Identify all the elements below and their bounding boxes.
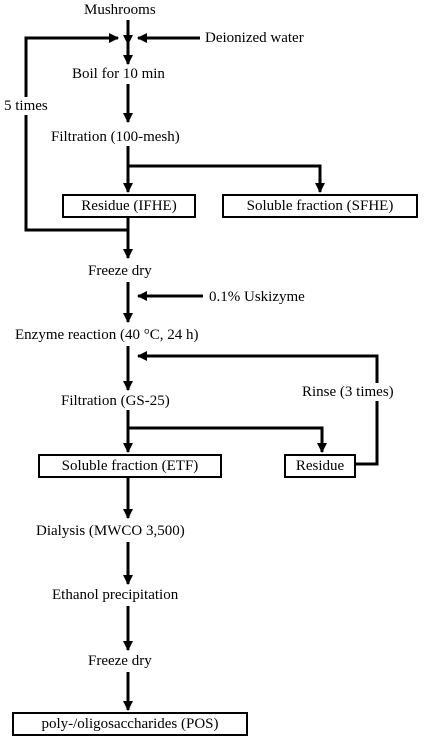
arrow-to-sfhe: [128, 164, 325, 193]
loop-rinse: [137, 351, 379, 466]
label-enzyme-reaction: Enzyme reaction (40 °C, 24 h): [15, 327, 199, 343]
label-freeze-dry-1: Freeze dry: [88, 263, 152, 279]
box-soluble-sfhe: Soluble fraction (SFHE): [222, 194, 418, 218]
label-filtration-gs: Filtration (GS-25): [61, 393, 170, 409]
label-five-times: 5 times: [3, 97, 49, 115]
label-deionized-water: Deionized water: [205, 30, 304, 46]
box-residue: Residue: [284, 454, 356, 478]
box-soluble-etf: Soluble fraction (ETF): [38, 454, 222, 478]
arrow-to-residue: [128, 426, 327, 453]
label-ethanol: Ethanol precipitation: [52, 587, 179, 603]
label-dialysis: Dialysis (MWCO 3,500): [36, 523, 185, 539]
box-residue-ifhe: Residue (IFHE): [62, 194, 196, 218]
label-mushrooms: Mushrooms: [84, 2, 156, 18]
label-boil: Boil for 10 min: [72, 66, 165, 82]
label-uskizyme: 0.1% Uskizyme: [209, 289, 305, 305]
label-filtration-mesh: Filtration (100-mesh): [51, 129, 180, 145]
label-freeze-dry-2: Freeze dry: [88, 653, 152, 669]
box-pos: poly-/oligosaccharides (POS): [12, 712, 248, 736]
loop-five-times: [24, 33, 130, 232]
label-rinse: Rinse (3 times): [300, 383, 396, 401]
